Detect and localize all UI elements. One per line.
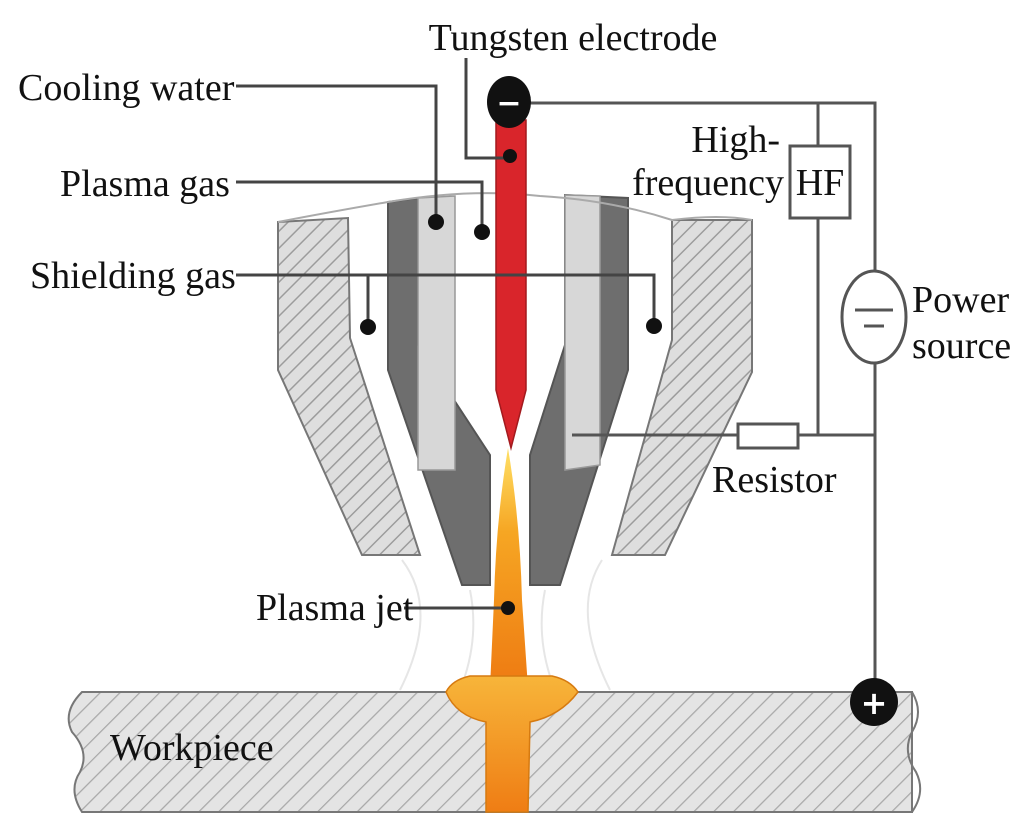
hf-label: HF [796,162,845,204]
resistor [736,422,800,450]
label-source: source [912,325,1010,367]
positive-sign: + [861,684,888,722]
label-cooling-water: Cooling water [18,67,235,109]
leader-lines [236,58,662,615]
label-plasma-gas: Plasma gas [60,163,230,205]
label-power: Power [912,279,1009,321]
negative-terminal: − [487,76,531,128]
torch-top-edge [277,192,753,223]
tungsten-electrode [495,119,527,451]
label-resistor: Resistor [712,459,837,501]
label-high-frequency-2: frequency [632,162,784,204]
label-high-frequency-1: High- [691,119,780,161]
label-plasma-jet: Plasma jet [256,587,414,629]
negative-sign: − [496,86,521,121]
power-source-symbol [840,269,908,365]
positive-terminal: + [850,678,898,726]
cooling-channel [417,194,601,471]
label-shielding-gas: Shielding gas [30,255,236,297]
plasma-jet [490,448,528,688]
weld-pool [445,675,579,813]
label-tungsten-electrode: Tungsten electrode [429,17,718,59]
hf-box [788,144,852,220]
label-workpiece: Workpiece [110,727,274,769]
